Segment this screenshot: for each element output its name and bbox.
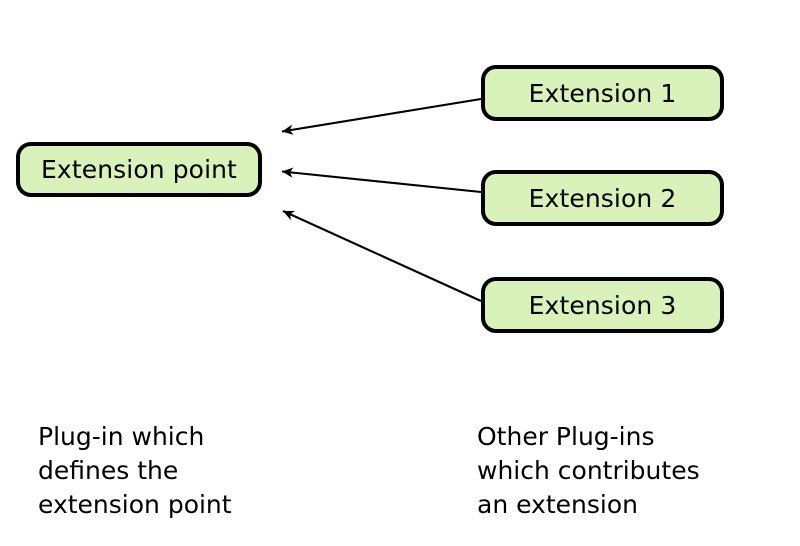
- edge-extension-3-to-point: [282, 210, 482, 302]
- node-extension-2[interactable]: Extension 2: [481, 170, 724, 226]
- caption-right-other-plugins: Other Plug-ins which contributes an exte…: [477, 422, 700, 519]
- node-extension-point[interactable]: Extension point: [16, 142, 262, 197]
- node-extension-2-label: Extension 2: [528, 183, 677, 213]
- edge-extension-2-to-point: [281, 167, 482, 194]
- node-extension-1-label: Extension 1: [528, 78, 677, 108]
- node-extension-3-label: Extension 3: [528, 290, 677, 320]
- node-extension-3[interactable]: Extension 3: [481, 277, 724, 333]
- edge-extension-1-to-point: [281, 97, 482, 135]
- node-extension-1[interactable]: Extension 1: [481, 65, 724, 121]
- node-extension-point-label: Extension point: [41, 155, 237, 184]
- caption-left-plugin-defines: Plug-in which defines the extension poin…: [38, 422, 232, 519]
